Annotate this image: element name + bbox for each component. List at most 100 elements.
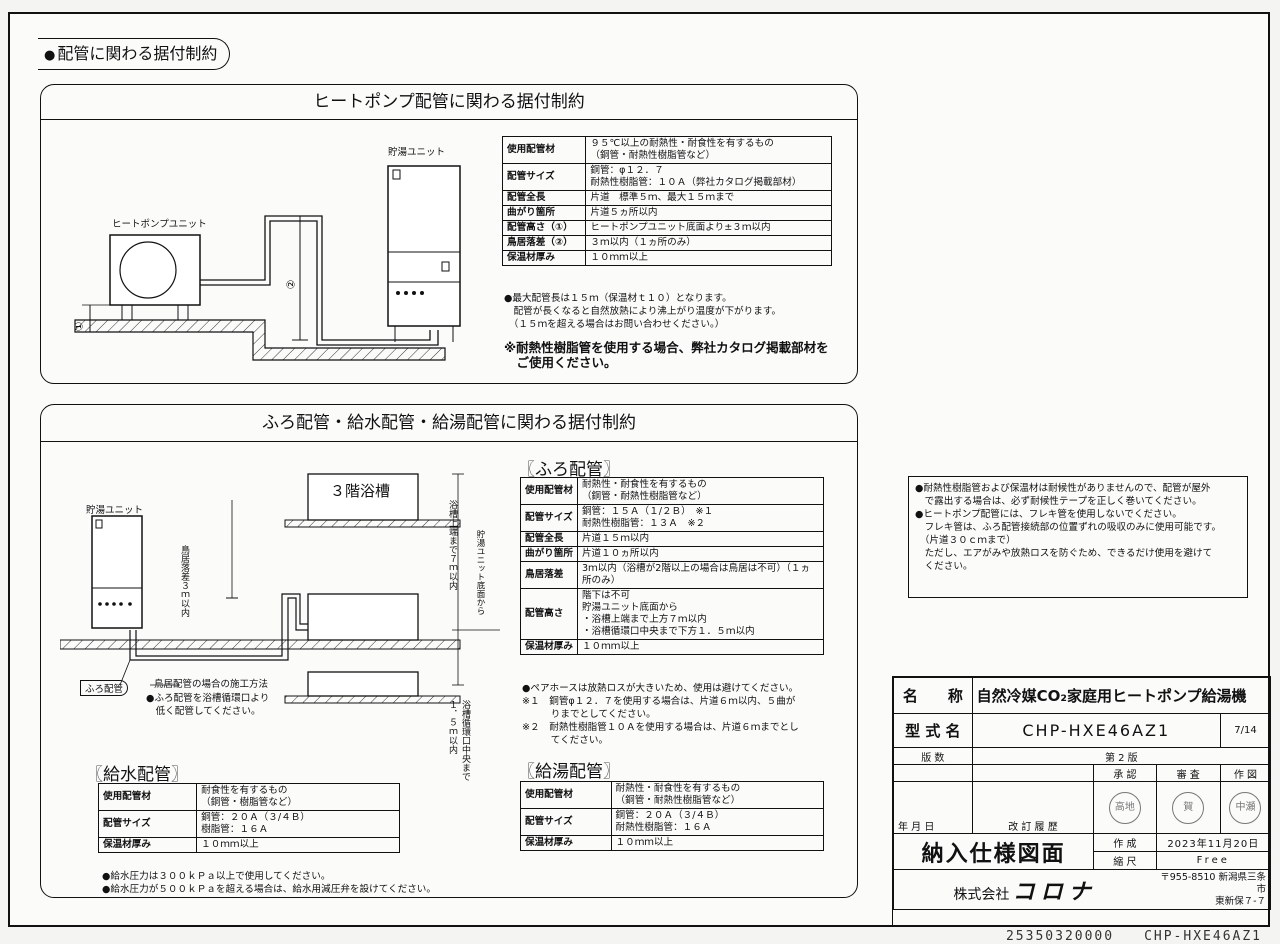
spec-row-header: 鳥居落差（②） <box>501 235 587 251</box>
spec-row: 配管サイズ銅管：２０Ａ（３/４Ｂ） 耐熱性樹脂管：１６Ａ <box>520 808 825 836</box>
page-number: 7/14 <box>1219 713 1272 748</box>
spec-row-value: ９５℃以上の耐熱性・耐食性を有するもの （銅管・耐熱性樹脂管など） <box>585 136 832 164</box>
furo-label-center15: 浴槽循環口中央まで １．５ｍ以内 <box>447 700 470 781</box>
tank-unit-body <box>387 165 461 327</box>
footer-code: 25350320000 CHP-HXE46AZ1 <box>1005 929 1262 944</box>
water-notes: ●給水圧力は３００ｋＰａ以上で使用してください。 ●給水圧力が５００ｋＰａを超え… <box>102 871 436 895</box>
edition-label: 版 数 <box>893 747 973 765</box>
spec-row-header: 配管全長 <box>501 190 587 206</box>
floor-3f <box>284 519 461 528</box>
company-prefix: 株式会社 <box>953 886 1010 903</box>
furo-panel: ふろ配管・給水配管・給湯配管に関わる据付制約 <box>40 404 858 898</box>
spec-row: 配管サイズ銅管：２０Ａ（３/４Ｂ） 樹脂管：１６Ａ <box>97 810 400 838</box>
spec-row: 曲がり箇所片道１０ヵ所以内 <box>520 546 825 562</box>
spec-row: 使用配管材耐熱性・耐食性を有するもの （銅管・耐熱性樹脂管など） <box>520 477 825 505</box>
title-block-table: 名 称 自然冷媒CO₂家庭用ヒートポンプ給湯機 型 式 名 CHP-HXE46A… <box>892 677 1272 910</box>
spec-row-value: １０ｍｍ以上 <box>585 250 832 266</box>
spec-row-header: 鳥居落差 <box>520 561 578 589</box>
create-label: 作 図 <box>1219 764 1272 782</box>
furo-diagram <box>60 473 500 704</box>
spec-row: 配管全長片道１５ｍ以内 <box>520 531 825 547</box>
spec-row-value: 耐熱性・耐食性を有するもの （銅管・耐熱性樹脂管など） <box>610 781 825 809</box>
heatpump-panel: ヒートポンプ配管に関わる据付制約 <box>40 84 858 384</box>
spec-row-header: 保温材厚み <box>501 250 587 266</box>
spec-row-header: 配管全長 <box>520 531 578 547</box>
spec-row-value: 銅管：２０Ａ（３/４Ｂ） 樹脂管：１６Ａ <box>196 810 400 838</box>
history-label: 改 訂 履 歴 <box>971 781 1095 834</box>
furo-subtitle: 〖ふろ配管〗 <box>518 460 620 480</box>
label-mark-1: ① <box>72 321 86 332</box>
spec-row-value: １０ｍｍ以上 <box>610 835 825 851</box>
spec-row: 使用配管材耐食性を有するもの （銅管・樹脂管など） <box>97 783 400 811</box>
furo-label-method: 鳥居配管の場合の施工方法 <box>154 679 269 690</box>
hot-subtitle: 〖給湯配管〗 <box>518 762 620 782</box>
review-label: 審 査 <box>1155 764 1221 782</box>
label-tank-unit: 貯湯ユニット <box>388 147 446 158</box>
spec-row-value: ヒートポンプユニット底面より±３ｍ以内 <box>585 220 832 236</box>
heatpump-resin-note: ※耐熱性樹脂管を使用する場合、弊社カタログ掲載部材を ご使用ください。 <box>504 340 829 370</box>
doc-title: 納入仕様図面 <box>892 833 1095 870</box>
model-label: 型 式 名 <box>893 713 973 748</box>
company-cell: 株式会社 コロナ <box>893 869 1157 910</box>
hot-spec-table: 使用配管材耐熱性・耐食性を有するもの （銅管・耐熱性樹脂管など）配管サイズ銅管：… <box>520 781 825 851</box>
name-label: 名 称 <box>893 677 973 714</box>
spec-row-value: 耐熱性・耐食性を有するもの （銅管・耐熱性樹脂管など） <box>576 477 825 505</box>
spec-row-value: 3ｍ以内（浴槽が2階以上の場合は鳥居は不可）（１ヵ所のみ） <box>576 561 825 589</box>
furo-pipe <box>129 597 308 661</box>
name-value: 自然冷媒CO₂家庭用ヒートポンプ給湯機 <box>971 677 1272 714</box>
spec-row: 配管高さ階下は不可 貯湯ユニット底面から ・浴槽上端まで上方７ｍ以内 ・浴槽循環… <box>520 588 825 640</box>
spec-row-value: １０ｍｍ以上 <box>576 639 825 655</box>
spec-row-header: 配管サイズ <box>501 163 587 191</box>
label-mark-2: ② <box>284 279 298 290</box>
scale-label: 縮 尺 <box>1093 851 1157 870</box>
water-spec-table: 使用配管材耐食性を有するもの （銅管・樹脂管など）配管サイズ銅管：２０Ａ（３/４… <box>97 783 400 853</box>
hp-fan <box>119 241 177 299</box>
spec-row: 配管サイズ銅管：φ１２．７ 耐熱性樹脂管：１０Ａ（弊社カタログ掲載部材） <box>501 163 832 191</box>
model-value: CHP-HXE46AZ1 <box>971 713 1221 748</box>
spec-row-header: 配管高さ <box>520 588 578 640</box>
spec-row-header: 使用配管材 <box>520 781 612 809</box>
spec-row-header: 使用配管材 <box>501 136 587 164</box>
spec-row-value: １０ｍｍ以上 <box>196 837 400 853</box>
spec-row-header: 配管サイズ <box>520 504 578 532</box>
furo-label-tank: 貯湯ユニット <box>86 505 144 516</box>
furo-label-drop3: 鳥居落差３ｍ以内 <box>179 545 189 617</box>
spec-row-header: 配管サイズ <box>520 808 612 836</box>
furo-tank <box>91 515 143 629</box>
made-label: 作 成 <box>1093 833 1157 852</box>
spec-row: 鳥居落差（②）３ｍ以内（１ヵ所のみ） <box>501 235 832 251</box>
label-hp-unit: ヒートポンプユニット <box>112 219 207 230</box>
right-caution-note: ●耐熱性樹脂管および保温材は耐候性がありませんので、配管が屋外 で露出する場合は… <box>908 476 1248 598</box>
spec-row-value: 片道５ヵ所以内 <box>585 205 832 221</box>
furo-label-from-bottom: 貯湯ユニット底面から <box>475 530 485 615</box>
water-subtitle: 〖給水配管〗 <box>86 765 188 785</box>
hp-pipe <box>200 215 431 341</box>
spec-row-header: 保温材厚み <box>97 837 198 853</box>
spec-row-header: 使用配管材 <box>520 477 578 505</box>
title-block: 名 称 自然冷媒CO₂家庭用ヒートポンプ給湯機 型 式 名 CHP-HXE46A… <box>892 676 1272 927</box>
spec-row-value: ３ｍ以内（１ヵ所のみ） <box>585 235 832 251</box>
spec-row-header: 保温材厚み <box>520 835 612 851</box>
spec-row-value: 階下は不可 貯湯ユニット底面から ・浴槽上端まで上方７ｍ以内 ・浴槽循環口中央ま… <box>576 588 825 640</box>
company-name: コロナ <box>1012 879 1097 905</box>
spec-row-header: 保温材厚み <box>520 639 578 655</box>
stamp-approve: 高地 <box>1108 791 1141 824</box>
spec-row: 配管高さ（①）ヒートポンプユニット底面より±３ｍ以内 <box>501 220 832 236</box>
floor-ground <box>60 639 461 650</box>
address-line-2: 東新保７-７ <box>1215 895 1266 907</box>
spec-row-value: 銅管：２０Ａ（３/４Ｂ） 耐熱性樹脂管：１６Ａ <box>610 808 825 836</box>
furo-spec-table: 使用配管材耐熱性・耐食性を有するもの （銅管・耐熱性樹脂管など）配管サイズ銅管：… <box>520 477 825 655</box>
furo-label-bath3: ３階浴槽 <box>330 482 391 500</box>
scale-value: Free <box>1155 851 1272 870</box>
spec-row: 使用配管材耐熱性・耐食性を有するもの （銅管・耐熱性樹脂管など） <box>520 781 825 809</box>
date-label: 年 月 日 <box>893 781 973 834</box>
edition-value: 第 2 版 <box>971 747 1272 765</box>
spec-row-header: 使用配管材 <box>97 783 198 811</box>
